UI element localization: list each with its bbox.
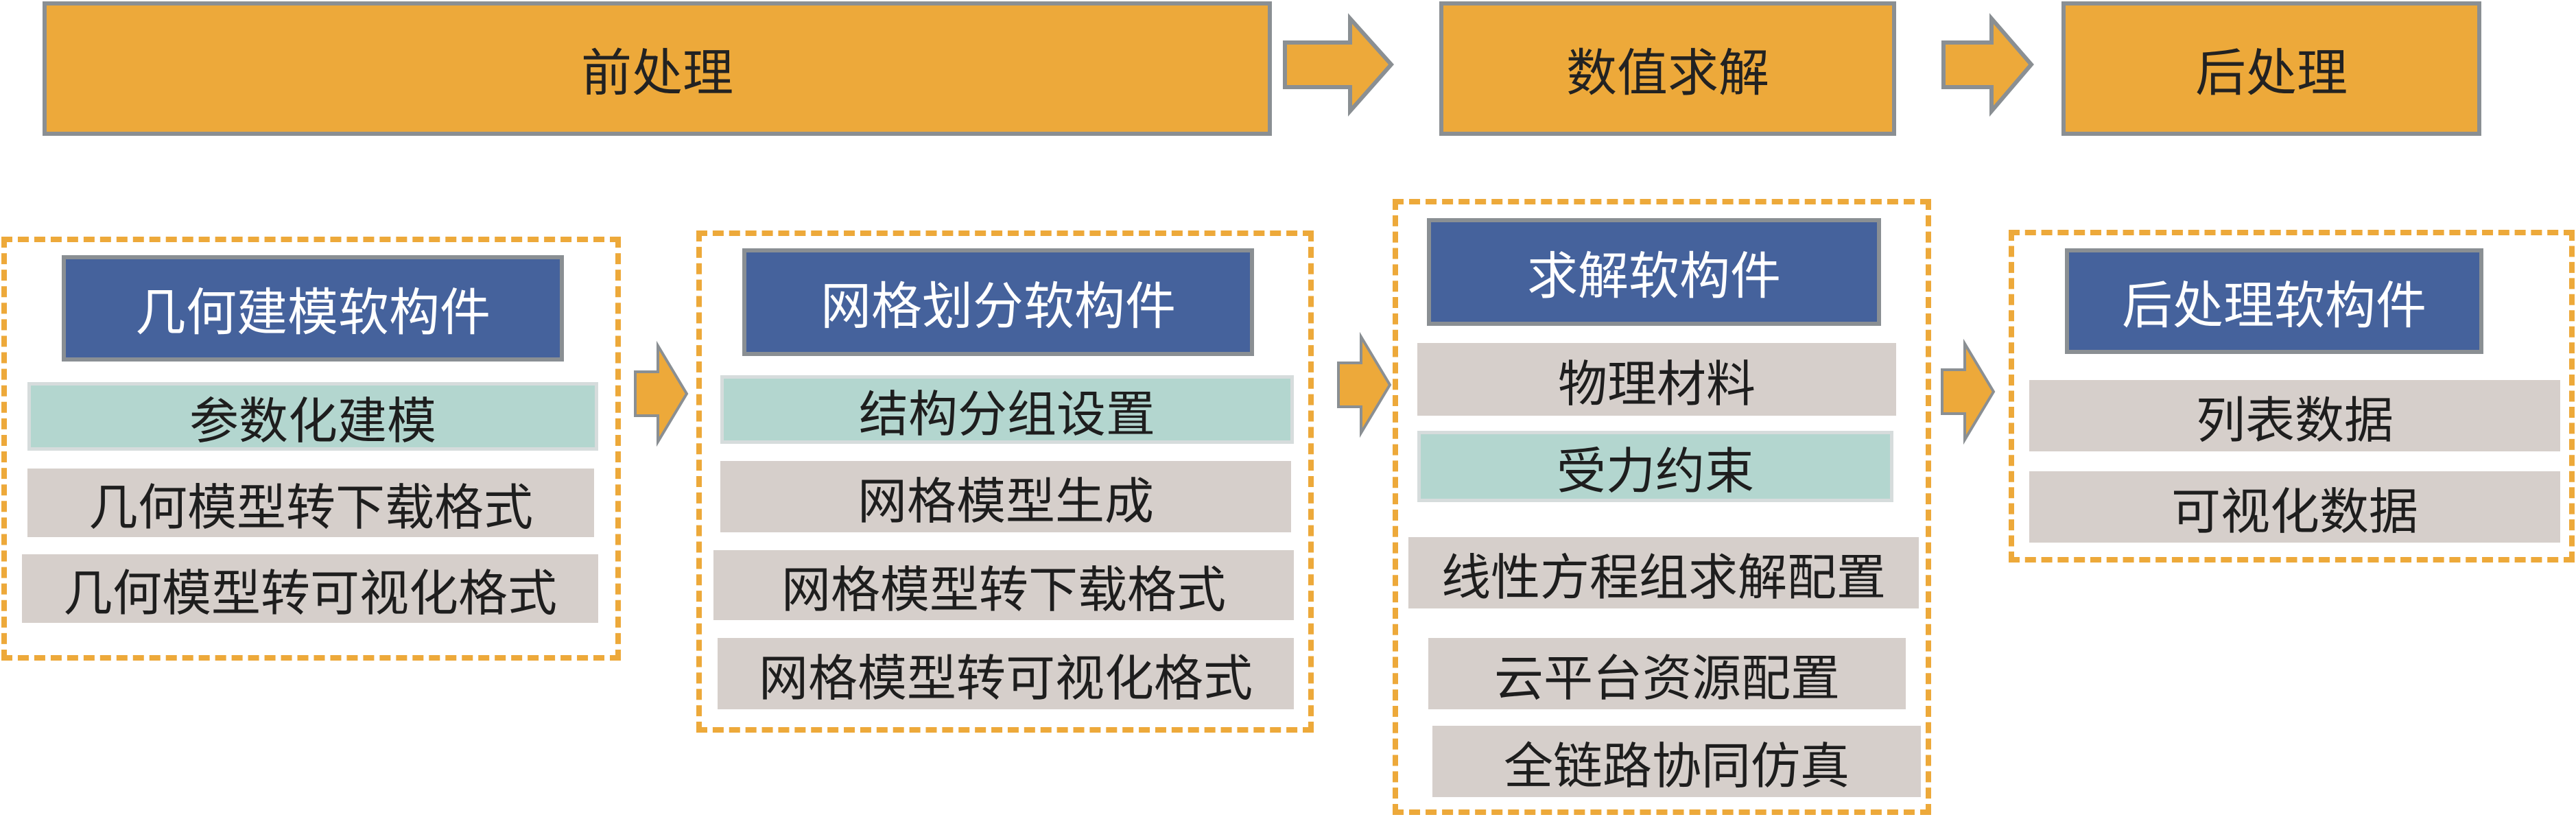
group-title: 网格划分软构件 [820,277,1176,336]
item-mesh-to-visual: 网格模型转可视化格式 [718,638,1294,709]
item-label: 列表数据 [2195,391,2394,449]
item-geometry-to-visual: 几何模型转可视化格式 [22,554,598,623]
group-title: 后处理软构件 [2122,276,2426,335]
item-structure-group-setting: 结构分组设置 [720,375,1294,444]
item-list-data: 列表数据 [2029,380,2560,451]
item-visualization-data: 可视化数据 [2029,471,2560,543]
stage-label: 后处理 [2195,43,2348,103]
arrow-right-icon [1283,13,1395,117]
item-cloud-resource-config: 云平台资源配置 [1428,638,1906,709]
arrow-right-icon [1337,331,1392,438]
item-label: 受力约束 [1556,442,1754,500]
item-label: 网格模型生成 [857,472,1154,530]
item-label: 几何模型转下载格式 [88,478,533,536]
group-header-geometry: 几何建模软构件 [62,255,564,362]
group-header-postprocessing: 后处理软构件 [2065,248,2483,354]
group-postprocessing [2009,230,2575,563]
group-title: 几何建模软构件 [135,283,491,342]
item-label: 云平台资源配置 [1493,649,1840,707]
item-label: 网格模型转可视化格式 [758,649,1253,707]
stage-numerical-solve: 数值求解 [1439,1,1896,136]
item-geometry-to-download: 几何模型转下载格式 [27,469,594,537]
arrow-right-icon [634,340,689,447]
item-label: 网格模型转下载格式 [781,560,1226,619]
group-header-mesh: 网格划分软构件 [742,248,1254,356]
item-label: 线性方程组求解配置 [1441,548,1886,606]
stage-label: 数值求解 [1566,43,1769,103]
item-physical-material: 物理材料 [1417,343,1896,416]
item-label: 结构分组设置 [858,385,1155,443]
item-label: 可视化数据 [2171,482,2418,541]
group-header-solver: 求解软构件 [1427,218,1881,326]
item-label: 几何模型转可视化格式 [62,564,557,622]
item-label: 参数化建模 [189,392,436,450]
item-label: 物理材料 [1557,355,1756,413]
stage-postprocessing: 后处理 [2061,1,2481,136]
item-linear-solver-config: 线性方程组求解配置 [1408,537,1919,608]
item-parametric-modeling: 参数化建模 [27,382,598,451]
group-geometry [1,237,621,661]
group-title: 求解软构件 [1527,247,1781,306]
arrow-right-icon [1941,338,1996,445]
group-mesh [696,230,1314,733]
stage-label: 前处理 [581,43,733,103]
item-mesh-generation: 网格模型生成 [720,461,1291,532]
item-load-constraint: 受力约束 [1417,431,1893,502]
stage-preprocessing: 前处理 [43,1,1272,136]
group-solver [1393,199,1931,815]
item-label: 全链路协同仿真 [1503,737,1850,795]
item-mesh-to-download: 网格模型转下载格式 [713,550,1294,620]
arrow-right-icon [1941,12,2034,117]
item-full-chain-simulation: 全链路协同仿真 [1432,726,1921,797]
